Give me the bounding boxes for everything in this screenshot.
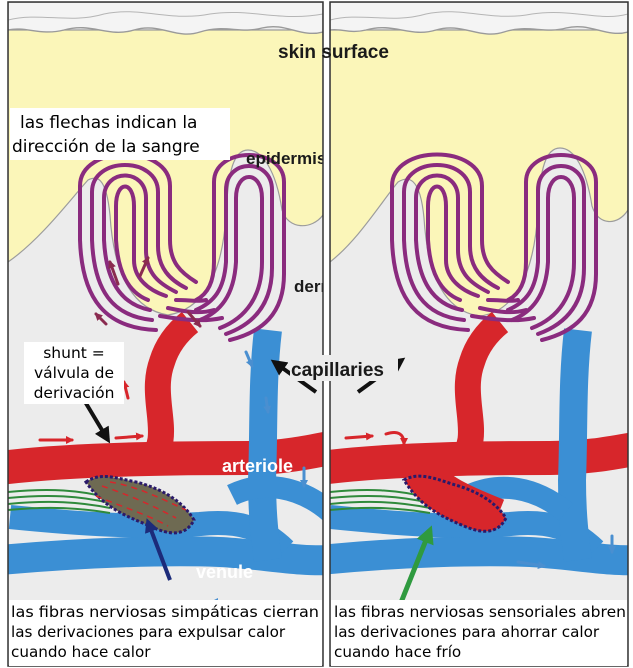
venule-label: venule	[196, 562, 253, 582]
left-caption-line1: las fibras nerviosas simpáticas cierran	[11, 603, 319, 621]
left-caption-line3: cuando hace calor	[11, 643, 151, 661]
right-caption-line3: cuando hace frío	[334, 643, 461, 661]
arteriole-label: arteriole	[222, 456, 293, 476]
right-panel-cold	[320, 2, 633, 666]
shunt-note-line3: derivación	[34, 384, 115, 402]
right-caption-line2: las derivaciones para ahorrar calor	[334, 623, 600, 641]
left-caption-line2: las derivaciones para expulsar calor	[11, 623, 286, 641]
capillaries-label: capillaries	[291, 360, 384, 381]
arrows-note-line2: dirección de la sangre	[12, 137, 200, 157]
left-panel-hot: arteriole venule epidermis dermis	[0, 2, 350, 666]
skin-surface-label: skin surface	[278, 42, 389, 63]
right-caption-line1: las fibras nerviosas sensoriales abren	[334, 603, 626, 621]
shunt-note-line1: shunt =	[43, 344, 105, 362]
arrows-note-line1: las flechas indican la	[20, 113, 197, 133]
shunt-note-line2: válvula de	[34, 364, 114, 382]
epidermis-label: epidermis	[246, 149, 326, 168]
